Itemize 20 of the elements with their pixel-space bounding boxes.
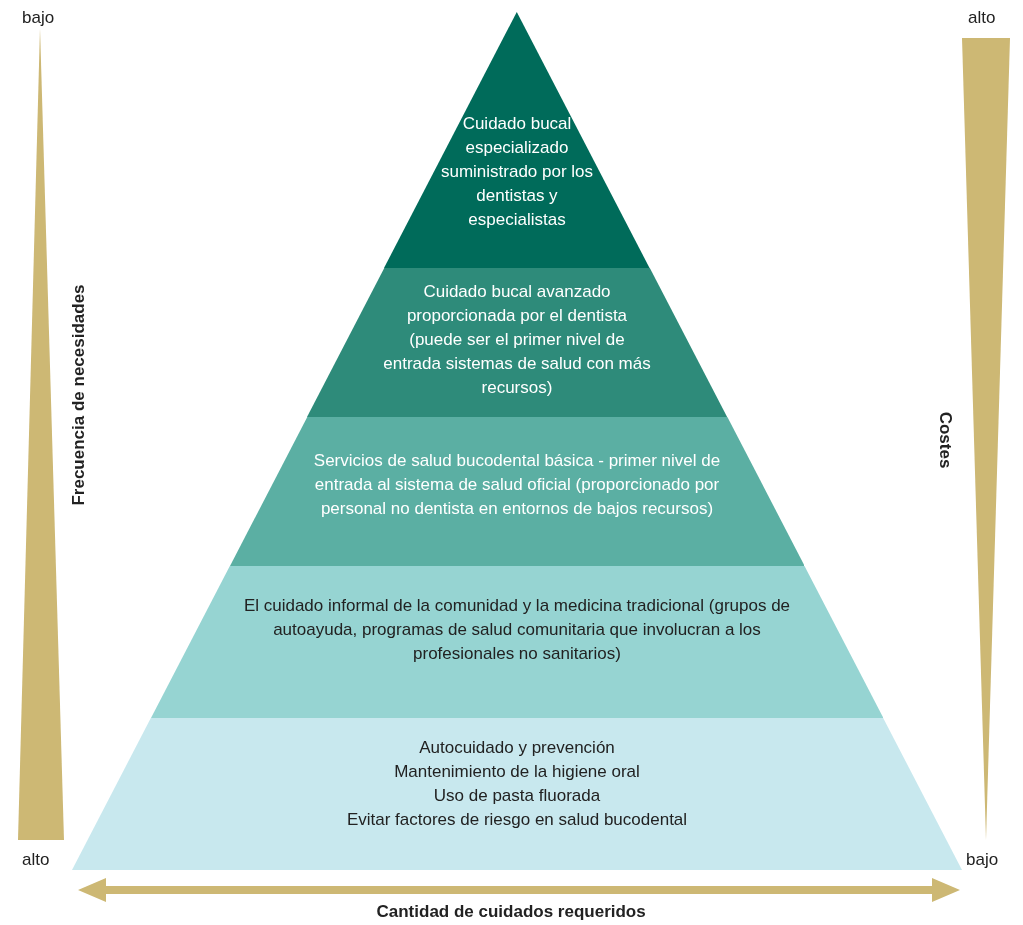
scale-label: bajo bbox=[966, 850, 999, 870]
tier-text: Uso de pasta fluorada bbox=[432, 785, 602, 807]
axis-title: Frecuencia de necesidades bbox=[68, 284, 89, 506]
tier-text: Servicios de salud bucodental básica - primer nivel de entrada al sistema de salud oficial (proporcionado por personal no dentista en entornos de bajos recursos) bbox=[312, 450, 722, 520]
pyramid-tier bbox=[72, 718, 962, 870]
pyramid-tier bbox=[306, 268, 728, 417]
pyramid-tier bbox=[150, 566, 884, 718]
scale-label: alto bbox=[22, 850, 50, 870]
axis-title: Cantidad de cuidados requeridos bbox=[376, 902, 646, 922]
scale-label: alto bbox=[968, 8, 996, 28]
tier-text: Mantenimiento de la higiene oral bbox=[393, 761, 641, 783]
tier-text: El cuidado informal de la comunidad y la medicina tradicional (grupos de autoayuda, programas de salud comunitaria que involucran a los profesionales no sanitarios) bbox=[242, 595, 792, 665]
tier-text: Cuidado bucal avanzado proporcionada por el dentista (puede ser el primer nivel de entrada sistemas de salud con más recursos) bbox=[382, 281, 652, 399]
scale-label: bajo bbox=[22, 8, 55, 28]
tier-text: Autocuidado y prevención bbox=[418, 737, 616, 759]
tier-text: Evitar factores de riesgo en salud bucodental bbox=[345, 809, 689, 831]
pyramid-tier bbox=[229, 417, 805, 566]
tier-text: Cuidado bucal especializado suministrado por los dentistas y especialistas bbox=[439, 113, 595, 231]
pyramid-tier bbox=[384, 12, 650, 268]
axis-title: Costes bbox=[934, 411, 955, 469]
